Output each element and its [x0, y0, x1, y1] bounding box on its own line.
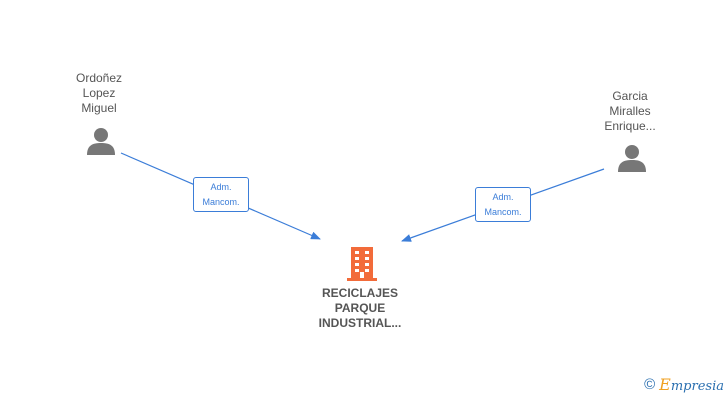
brand-logo: Empresia	[659, 375, 724, 394]
building-icon[interactable]	[347, 247, 377, 281]
person-icon[interactable]	[617, 143, 647, 173]
person-name-2[interactable]: Garcia Miralles Enrique...	[604, 89, 656, 133]
company-name[interactable]: RECICLAJES PARQUE INDUSTRIAL...	[318, 286, 402, 330]
person-icon[interactable]	[86, 126, 116, 156]
relation-label-1[interactable]: Adm. Mancom.	[193, 177, 249, 212]
relation-label-2[interactable]: Adm. Mancom.	[475, 187, 531, 222]
empresia-watermark: © Empresia	[644, 375, 724, 394]
copyright-icon: ©	[644, 376, 656, 393]
person-name-1[interactable]: Ordoñez Lopez Miguel	[75, 71, 123, 115]
